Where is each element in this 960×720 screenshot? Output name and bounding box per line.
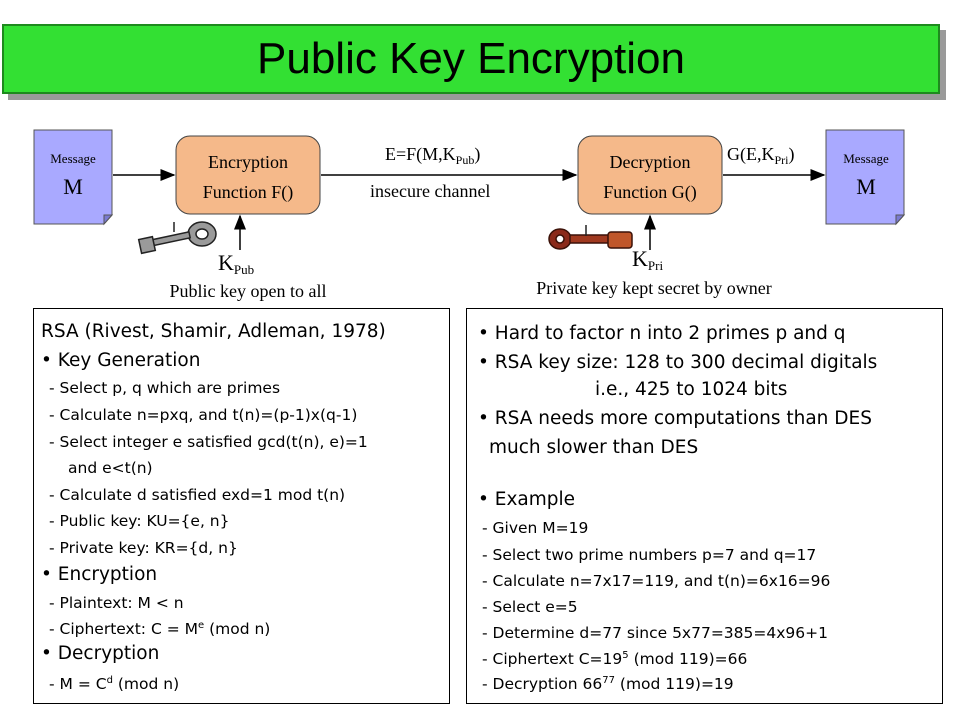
encryption-label-1: Encryption xyxy=(208,152,288,172)
encryption-plaintext: - Plaintext: M < n xyxy=(49,594,184,612)
fact-slower: much slower than DES xyxy=(489,437,699,458)
g-formula: G(E,KPri) xyxy=(727,144,795,167)
k-pub-label: KPub xyxy=(218,250,254,277)
keygen-step-2: - Calculate n=pxq, and t(n)=(p-1)x(q-1) xyxy=(49,406,358,424)
private-key-icon xyxy=(548,225,633,250)
example-step-5: - Determine d=77 since 5x77=385=4x96+1 xyxy=(482,624,828,642)
keygen-step-1: - Select p, q which are primes xyxy=(49,379,281,397)
keygen-private-key: - Private key: KR={d, n} xyxy=(49,539,238,557)
keygen-step-4: - Calculate d satisfied exd=1 mod t(n) xyxy=(49,486,346,504)
decryption-formula: - M = Cd (mod n) xyxy=(49,674,180,693)
example-step-6: - Ciphertext C=195 (mod 119)=66 xyxy=(482,649,748,668)
message-right-label: Message xyxy=(843,151,889,166)
e-formula: E=F(M,KPub) xyxy=(385,144,480,167)
encryption-function-box: Encryption Function F() xyxy=(175,135,321,215)
rsa-heading: RSA (Rivest, Shamir, Adleman, 1978) xyxy=(41,321,386,342)
decryption-function-box: Decryption Function G() xyxy=(577,135,723,215)
example-step-7: - Decryption 6677 (mod 119)=19 xyxy=(482,674,734,693)
fact-computation: • RSA needs more computations than DES xyxy=(478,408,872,429)
message-left-document: Message M xyxy=(33,129,114,226)
public-key-caption: Public key open to all xyxy=(170,281,327,301)
rsa-properties-box: • Hard to factor n into 2 primes p and q… xyxy=(466,308,943,704)
keygen-step-3: - Select integer e satisfied gcd(t(n), e… xyxy=(49,433,368,451)
encryption-diagram: Message M Message M Encryption Function … xyxy=(33,129,906,301)
encryption-title: • Encryption xyxy=(41,564,158,585)
page-title: Public Key Encryption xyxy=(257,34,685,83)
rsa-description-box: RSA (Rivest, Shamir, Adleman, 1978) • Ke… xyxy=(33,308,450,704)
fact-key-size-bits: i.e., 425 to 1024 bits xyxy=(595,379,788,400)
fact-factoring: • Hard to factor n into 2 primes p and q xyxy=(478,323,846,344)
message-right-document: Message M xyxy=(825,129,906,226)
encryption-label-2: Function F() xyxy=(203,182,294,203)
encryption-ciphertext: - Ciphertext: C = Me (mod n) xyxy=(49,619,271,638)
example-step-2: - Select two prime numbers p=7 and q=17 xyxy=(482,546,817,564)
keygen-public-key: - Public key: KU={e, n} xyxy=(49,512,230,530)
keygen-step-3-cont: and e<t(n) xyxy=(68,459,153,477)
fact-key-size: • RSA key size: 128 to 300 decimal digit… xyxy=(478,352,878,373)
private-key-caption: Private key kept secret by owner xyxy=(536,278,771,298)
decryption-title: • Decryption xyxy=(41,643,160,664)
decryption-label-1: Decryption xyxy=(610,152,691,172)
message-left-label: Message xyxy=(50,151,96,166)
example-step-4: - Select e=5 xyxy=(482,598,578,616)
public-key-icon xyxy=(137,221,217,255)
example-title: • Example xyxy=(478,489,576,510)
message-left-symbol: M xyxy=(63,174,83,199)
decryption-label-2: Function G() xyxy=(603,182,697,203)
message-right-symbol: M xyxy=(856,174,876,199)
k-pri-label: KPri xyxy=(632,246,663,273)
insecure-channel-label: insecure channel xyxy=(370,181,490,201)
key-generation-title: • Key Generation xyxy=(41,350,201,371)
example-step-1: - Given M=19 xyxy=(482,519,589,537)
title-banner xyxy=(2,24,940,94)
example-step-3: - Calculate n=7x17=119, and t(n)=6x16=96 xyxy=(482,572,831,590)
